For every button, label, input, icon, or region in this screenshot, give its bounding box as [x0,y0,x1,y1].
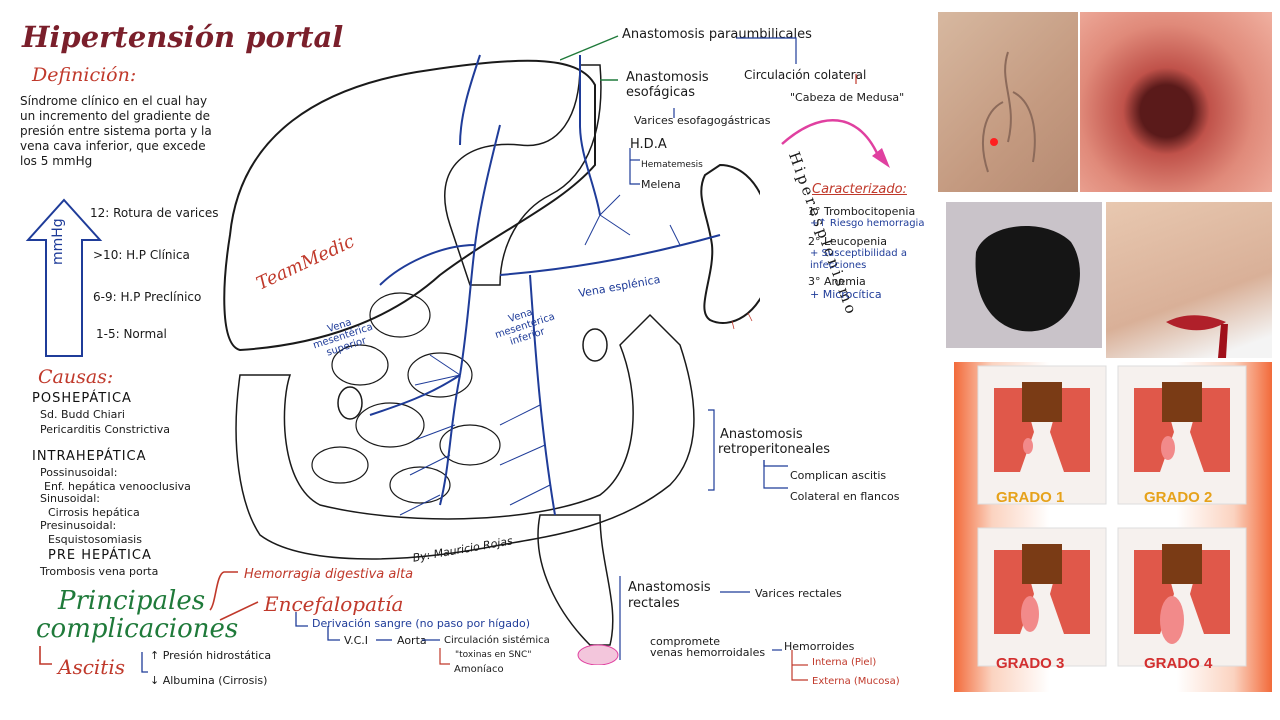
complication-encephalopathy: Encefalopatía [264,592,404,616]
complications-heading-line1: Principales [58,586,206,616]
characterized-item: + Susceptibilidad a infecciones [810,248,907,271]
label-hda: H.D.A [630,137,667,152]
characterized-heading: Caracterizado: [812,182,907,197]
portal-system-illustration: TeamMedic [223,54,760,665]
complication-ascites: Ascitis [58,655,126,679]
cause-item: Cirrosis hepática [48,506,140,519]
liver-outline [223,59,596,352]
scale-level: 6-9: H.P Preclínico [93,290,202,304]
encephalopathy-derivation: Derivación sangre (no paso por hígado) [312,617,530,630]
label-esophageal: Anastomosis esofágicas [626,70,709,100]
hemorrhoid-grades-panel [954,362,1272,692]
grade-label: GRADO 1 [996,489,1065,506]
characterized-item: 2° Leucopenia [808,235,887,248]
cause-item: Esquistosomiasis [48,533,142,546]
label-ascites-complication: Complican ascitis [790,469,887,482]
grade-2-illustration [1117,365,1247,505]
label-rectal-line1: Anastomosis [628,580,711,595]
characterized-item: 3° Anemia [808,275,866,288]
hematemesis-photo [1106,202,1272,358]
definition-heading: Definición: [32,64,137,86]
spleen-outline [700,163,760,324]
encephalopathy-aorta: Aorta [397,634,427,647]
characterized-item: +↑ Riesgo hemorragia [810,218,925,229]
grade-4-illustration [1117,527,1247,667]
label-compromise-line2: venas hemorroidales [650,646,766,659]
cause-title-intrahepatic: INTRAHEPÁTICA [32,449,147,464]
grade-label: GRADO 2 [1144,489,1213,506]
ascites-pressure: ↑ Presión hidrostática [150,649,272,662]
grade-label: GRADO 4 [1144,655,1213,672]
encephalopathy-ammonia: Amoníaco [454,664,504,675]
scale-unit: mmHg [50,218,66,265]
label-hemorrhoids: Hemorroides [784,640,855,653]
complication-arrows [39,571,450,673]
portal-veins [369,54,721,516]
label-melena: Melena [641,178,681,191]
anastomosis-connectors [560,35,890,681]
label-flank-collateral: Colateral en flancos [790,490,900,503]
stomach-outline [444,64,602,286]
cause-item: Enf. hepática venooclusiva [44,480,191,493]
encephalopathy-vci: V.C.I [344,634,369,647]
characterized-item: 1° Trombocitopenia [808,205,916,218]
grade-1-illustration [977,365,1107,505]
cause-item: Sd. Budd Chiari [40,408,125,421]
label-medusa-head: "Cabeza de Medusa" [790,91,905,104]
label-external-hemorrhoid: Externa (Mucosa) [812,676,900,687]
label-rectal-line2: rectales [628,596,680,611]
encephalopathy-toxins: "toxinas en SNC" [455,650,532,660]
complication-hemorrhage: Hemorragia digestiva alta [244,567,414,582]
causes-heading: Causas: [38,366,114,388]
grade-3-illustration [977,527,1107,667]
cause-item: Possinusoidal: [40,466,118,479]
label-retro-line2: retroperitoneales [718,442,831,457]
scale-level: 12: Rotura de varices [90,206,219,220]
pressure-scale-arrow [25,198,103,357]
cause-title-prehepatic: PRE HEPÁTICA [48,548,152,563]
encephalopathy-systemic: Circulación sistémica [444,635,550,646]
definition-text: Síndrome clínico en el cual hay un incre… [20,94,212,168]
label-rectal-varices: Varices rectales [755,587,842,600]
cause-item: Pericarditis Constrictiva [40,423,171,436]
small-intestine [311,292,501,504]
scale-level: 1-5: Normal [96,327,167,341]
page-title: Hipertensión portal [22,20,344,54]
esophageal-varices-photo [1080,12,1272,192]
ascites-albumin: ↓ Albumina (Cirrosis) [150,674,268,687]
label-internal-hemorrhoid: Interna (Piel) [812,657,877,668]
colon-outline [235,313,695,560]
cause-item: Presinusoidal: [40,519,117,532]
label-retro-line1: Anastomosis [720,427,803,442]
cause-title-posthepatic: POSHEPÁTICA [32,391,132,406]
cause-item: Trombosis vena porta [40,565,159,578]
scale-level: >10: H.P Clínica [93,248,190,262]
label-collateral: Circulación colateral [744,68,867,82]
characterized-item: + Microcítica [810,288,882,301]
portal-vein-branches [399,194,681,516]
caput-medusae-photo [938,12,1078,192]
cause-item: Sinusoidal: [40,492,100,505]
complications-heading-line2: complicaciones [36,614,239,644]
label-varices: Varices esofagogástricas [634,114,771,127]
melena-photo [946,202,1102,348]
grade-label: GRADO 3 [996,655,1065,672]
label-hematemesis: Hematemesis [641,160,703,170]
label-compromise-line1: compromete [650,635,721,648]
hypersplenism-marks [731,312,753,330]
